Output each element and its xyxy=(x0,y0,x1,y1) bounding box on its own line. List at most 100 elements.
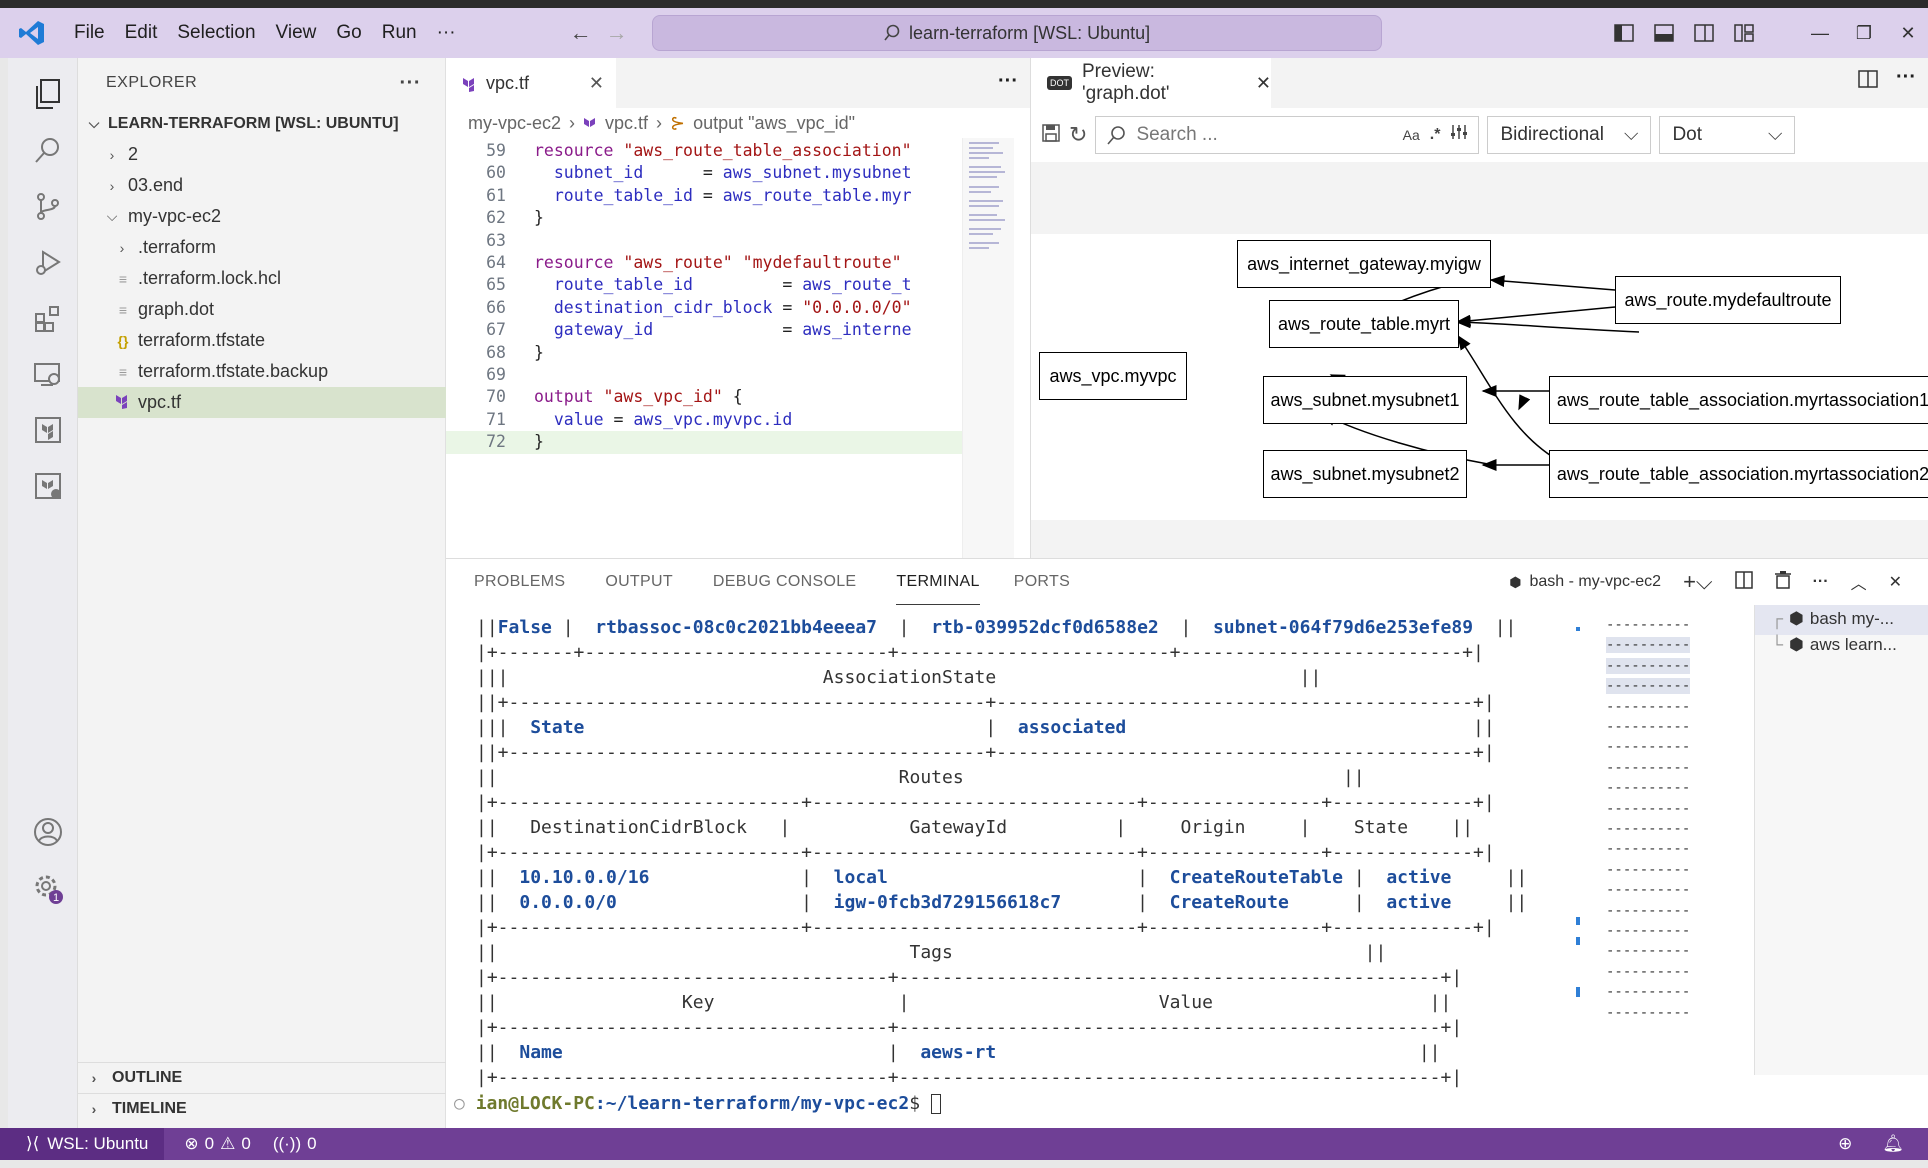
tab-vpc-tf[interactable]: vpc.tf ✕ xyxy=(446,58,616,108)
panel-more-icon[interactable]: ··· xyxy=(1812,573,1829,590)
accounts-icon[interactable] xyxy=(22,806,74,858)
graph-node-default-route[interactable]: aws_route.mydefaultroute xyxy=(1615,276,1841,324)
menu-go[interactable]: Go xyxy=(336,22,362,43)
match-case-toggle[interactable]: Aa xyxy=(1402,127,1420,143)
command-center[interactable]: learn-terraform [WSL: Ubuntu] xyxy=(651,15,1382,51)
breadcrumb-folder[interactable]: my-vpc-ec2 xyxy=(468,112,562,133)
engine-select[interactable]: Dot ⌵ xyxy=(1659,116,1796,154)
command-center-label: learn-terraform [WSL: Ubuntu] xyxy=(909,22,1151,43)
back-arrow-icon[interactable]: ← xyxy=(569,20,592,45)
graph-node-igw[interactable]: aws_internet_gateway.myigw xyxy=(1237,240,1491,288)
explorer-icon[interactable] xyxy=(22,68,74,120)
tree-item-vpc-tf[interactable]: vpc.tf xyxy=(78,387,446,418)
minimap-line: ---------- xyxy=(1606,1004,1691,1021)
editor-more-icon[interactable]: ··· xyxy=(998,70,1018,92)
close-tab-icon[interactable]: ✕ xyxy=(588,73,604,93)
graph-node-route-table[interactable]: aws_route_table.myrt xyxy=(1269,300,1459,348)
tree-item-2[interactable]: › 2 xyxy=(78,139,446,170)
outline-section[interactable]: › OUTLINE xyxy=(78,1062,446,1093)
menu-run[interactable]: Run xyxy=(381,22,417,43)
restore-icon[interactable]: ❐ xyxy=(1855,22,1873,43)
dependency-graph[interactable]: aws_internet_gateway.myigw aws_route.myd… xyxy=(1031,234,1928,520)
code-line: 63 xyxy=(446,230,962,252)
assoc-title: AssociationState xyxy=(822,667,997,688)
search-sidebar-icon[interactable] xyxy=(22,124,74,176)
zoom-icon[interactable]: ⊕ xyxy=(1838,1134,1853,1153)
terminal-prompt[interactable]: ○ ian@LOCK-PC:~/learn-terraform/my-vpc-e… xyxy=(454,1091,941,1116)
notifications-bell-icon[interactable]: 🔔︎ xyxy=(1882,1134,1904,1153)
split-editor-icon[interactable] xyxy=(1858,70,1878,93)
breadcrumb-file[interactable]: vpc.tf xyxy=(605,112,649,133)
timeline-section[interactable]: › TIMELINE xyxy=(78,1093,446,1124)
split-terminal-icon[interactable] xyxy=(1734,570,1753,594)
close-tab-icon[interactable]: ✕ xyxy=(1255,72,1271,93)
menu-more[interactable]: ··· xyxy=(436,22,456,43)
graph-node-rta1[interactable]: aws_route_table_association.myrtassociat… xyxy=(1549,376,1928,424)
menu-selection[interactable]: Selection xyxy=(177,22,256,43)
dot-file-icon: DOT xyxy=(1047,76,1072,90)
toggle-secondary-sidebar-icon[interactable] xyxy=(1686,15,1722,51)
tab-problems[interactable]: PROBLEMS xyxy=(474,573,566,590)
tab-terminal[interactable]: TERMINAL xyxy=(896,559,980,605)
graph-node-rta2[interactable]: aws_route_table_association.myrtassociat… xyxy=(1549,450,1928,498)
terminal-shell-label[interactable]: ⬢ bash - my-vpc-ec2 xyxy=(1509,573,1662,590)
filter-settings-icon[interactable] xyxy=(1450,123,1468,147)
menu-edit[interactable]: Edit xyxy=(124,22,158,43)
tab-output[interactable]: OUTPUT xyxy=(605,573,673,590)
graph-search-input[interactable]: Search ... Aa .* xyxy=(1095,116,1480,154)
maximize-panel-icon[interactable]: ︿ xyxy=(1850,576,1867,593)
tab-debug-console[interactable]: DEBUG CONSOLE xyxy=(712,573,857,590)
trash-icon[interactable] xyxy=(1774,570,1791,594)
line-number: 64 xyxy=(486,253,506,272)
remote-explorer-icon[interactable] xyxy=(22,348,74,400)
customize-layout-icon[interactable] xyxy=(1726,15,1762,51)
extensions-icon[interactable] xyxy=(22,292,74,344)
run-debug-icon[interactable] xyxy=(22,236,74,288)
minimap[interactable] xyxy=(962,138,1014,558)
settings-gear-icon[interactable]: 1 xyxy=(22,862,74,914)
workspace-root[interactable]: ⌵ LEARN-TERRAFORM [WSL: UBUNTU] xyxy=(78,108,446,139)
menu-file[interactable]: File xyxy=(74,22,105,43)
terraform-cloud-icon[interactable] xyxy=(22,460,74,512)
graph-node-subnet1[interactable]: aws_subnet.mysubnet1 xyxy=(1263,376,1467,424)
terraform-file-icon xyxy=(463,77,474,92)
tree-item-03-end[interactable]: › 03.end xyxy=(78,170,446,201)
new-terminal-icon[interactable]: +⌵ xyxy=(1683,569,1713,594)
tree-item-graph-dot[interactable]: ≡ graph.dot xyxy=(78,294,446,325)
close-panel-icon[interactable]: ✕ xyxy=(1888,574,1902,591)
tree-item-lock-hcl[interactable]: ≡ .terraform.lock.hcl xyxy=(78,263,446,294)
toggle-primary-sidebar-icon[interactable] xyxy=(1606,15,1642,51)
terminal-list-item-aws[interactable]: └⬢aws learn... xyxy=(1771,635,1897,654)
refresh-icon[interactable]: ↻ xyxy=(1069,122,1088,147)
menu-view[interactable]: View xyxy=(275,22,317,43)
tab-preview-graph[interactable]: DOT Preview: 'graph.dot' ✕ xyxy=(1031,58,1271,108)
tree-item-terraform-dir[interactable]: › .terraform xyxy=(78,232,446,263)
ports-indicator[interactable]: ((·))0 xyxy=(272,1134,317,1153)
terraform-icon[interactable] xyxy=(22,404,74,456)
terminal-output[interactable]: ||False | rtbassoc-08c0c2021bb4eeea7 | r… xyxy=(454,617,1528,1116)
preview-more-icon[interactable]: ··· xyxy=(1896,66,1916,88)
toggle-panel-icon[interactable] xyxy=(1646,15,1682,51)
remote-indicator[interactable]: ⟩⟨ WSL: Ubuntu xyxy=(0,1128,165,1160)
breadcrumb-symbol[interactable]: output "aws_vpc_id" xyxy=(693,112,856,133)
code-line: 65 route_table_id = aws_route_t xyxy=(446,274,962,296)
terminal-scrollbar[interactable] xyxy=(1576,617,1580,1077)
graph-node-vpc[interactable]: aws_vpc.myvpc xyxy=(1039,352,1187,400)
terminal-list-item-bash[interactable] xyxy=(1755,605,1928,635)
tab-ports[interactable]: PORTS xyxy=(1013,573,1071,590)
source-control-icon[interactable] xyxy=(22,180,74,232)
minimap-line: ---------- xyxy=(1606,841,1691,858)
sidebar-more-icon[interactable]: ··· xyxy=(399,71,421,94)
close-window-icon[interactable]: ✕ xyxy=(1900,22,1916,43)
tree-item-my-vpc-ec2[interactable]: ⌵ my-vpc-ec2 xyxy=(78,201,446,232)
forward-arrow-icon[interactable]: → xyxy=(605,20,628,45)
tree-item-tfstate[interactable]: {} terraform.tfstate xyxy=(78,325,446,356)
save-icon[interactable] xyxy=(1041,123,1061,148)
regex-toggle[interactable]: .* xyxy=(1429,126,1441,143)
minimize-icon[interactable]: — xyxy=(1811,22,1829,43)
tree-item-tfstate-backup[interactable]: ≡ terraform.tfstate.backup xyxy=(78,356,446,387)
direction-select[interactable]: Bidirectional ⌵ xyxy=(1487,116,1652,154)
graph-node-subnet2[interactable]: aws_subnet.mysubnet2 xyxy=(1263,450,1467,498)
problems-indicator[interactable]: ⊗0 ⚠0 xyxy=(184,1134,251,1153)
